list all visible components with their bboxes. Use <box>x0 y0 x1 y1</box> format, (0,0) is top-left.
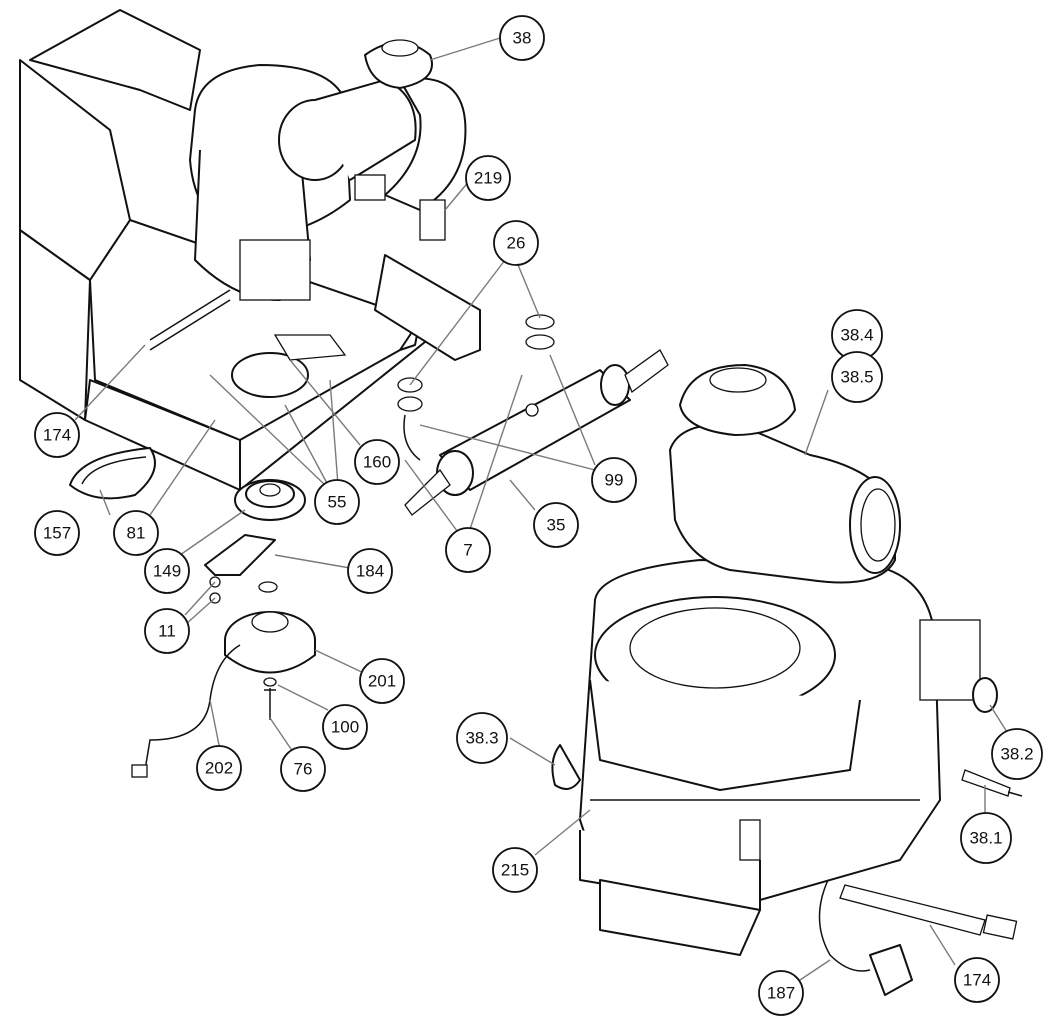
callout-11: 11 <box>144 608 190 654</box>
callout-149: 149 <box>144 548 190 594</box>
electric-clutch <box>131 581 316 778</box>
callout-35: 35 <box>533 502 579 548</box>
callout-label: 201 <box>368 672 396 691</box>
callout-202: 202 <box>196 745 242 791</box>
callout-label: 187 <box>767 984 795 1003</box>
callout-55: 55 <box>314 479 360 525</box>
callout-label: 184 <box>356 562 384 581</box>
callout-label: 38 <box>513 29 532 48</box>
callout-76: 76 <box>280 746 326 792</box>
callout-label: 35 <box>547 516 566 535</box>
callout-label: 38.2 <box>1000 745 1033 764</box>
callout-label: 26 <box>507 234 526 253</box>
callout-label: 157 <box>43 524 71 543</box>
callout-38-1: 38.1 <box>960 812 1012 864</box>
callout-160: 160 <box>354 439 400 485</box>
callout-label: 174 <box>43 426 71 445</box>
muffler <box>404 349 669 516</box>
leader-lines <box>74 37 1013 981</box>
clutch-bracket <box>204 534 276 576</box>
fuel-filter <box>972 677 998 713</box>
callout-38: 38 <box>499 15 545 61</box>
fuel-line <box>839 884 1018 940</box>
callout-174-right: 174 <box>954 957 1000 1003</box>
callout-38-2: 38.2 <box>991 728 1043 780</box>
clutch-bolt <box>263 677 277 720</box>
engine-harness <box>818 879 913 996</box>
air-cleaner <box>669 364 901 584</box>
callout-81: 81 <box>113 510 159 556</box>
callout-label: 55 <box>328 493 347 512</box>
callout-label: 202 <box>205 759 233 778</box>
mower-engine <box>189 39 467 301</box>
callout-201: 201 <box>359 658 405 704</box>
callout-99: 99 <box>591 457 637 503</box>
callout-label: 215 <box>501 861 529 880</box>
callout-38-3: 38.3 <box>456 712 508 764</box>
callout-215: 215 <box>492 847 538 893</box>
nuts <box>209 576 221 604</box>
callout-label: 38.3 <box>465 729 498 748</box>
spark-plug <box>961 769 1023 797</box>
callout-26: 26 <box>493 220 539 266</box>
callout-100: 100 <box>322 704 368 750</box>
callout-38-5: 38.5 <box>831 351 883 403</box>
callout-38-4: 38.4 <box>831 309 883 361</box>
callout-label: 76 <box>294 760 313 779</box>
replacement-engine <box>551 559 981 956</box>
callout-7: 7 <box>445 527 491 573</box>
callout-label: 81 <box>127 524 146 543</box>
callout-174-left: 174 <box>34 412 80 458</box>
mower-frame <box>19 9 481 491</box>
callout-label: 7 <box>463 541 472 560</box>
callout-label: 100 <box>331 718 359 737</box>
callout-label: 11 <box>158 622 176 641</box>
callout-label: 149 <box>153 562 181 581</box>
callout-157: 157 <box>34 510 80 556</box>
callout-label: 38.4 <box>840 326 873 345</box>
callout-label: 160 <box>363 453 391 472</box>
callout-label: 219 <box>474 169 502 188</box>
pump-belt <box>69 447 156 500</box>
callout-label: 174 <box>963 971 991 990</box>
callout-184: 184 <box>347 548 393 594</box>
callout-label: 38.1 <box>969 829 1002 848</box>
callout-187: 187 <box>758 970 804 1016</box>
callout-label: 99 <box>605 471 624 490</box>
callout-label: 38.5 <box>840 368 873 387</box>
callout-219: 219 <box>465 155 511 201</box>
engine-pulley <box>234 479 306 521</box>
